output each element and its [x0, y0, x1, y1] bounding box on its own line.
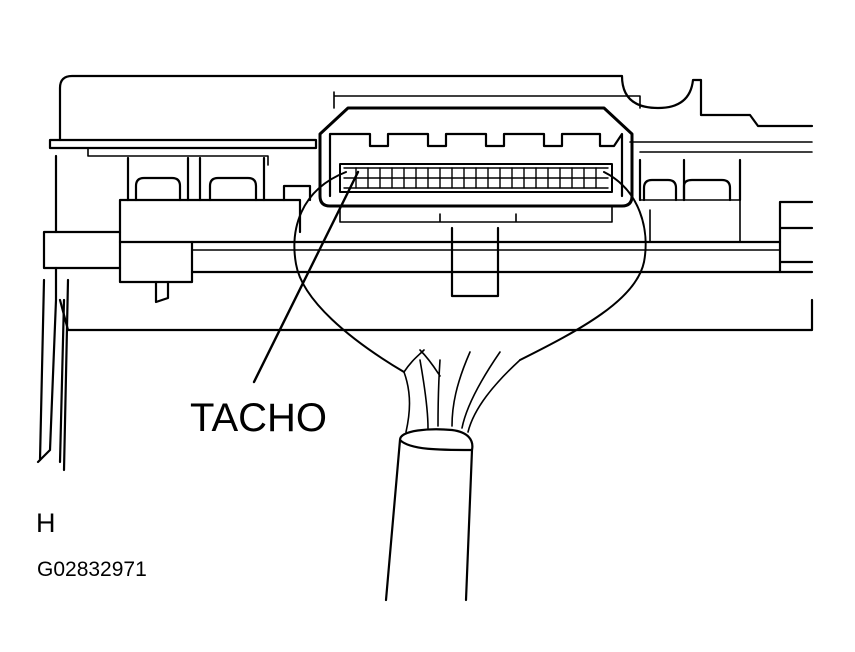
rail-block-center	[450, 226, 500, 298]
left-clip	[154, 280, 170, 304]
connector-lower-edge	[339, 205, 613, 223]
housing-ledge	[48, 138, 318, 150]
harness-loop-outline	[293, 171, 647, 373]
upper-housing	[58, 74, 814, 142]
left-terminal-2	[198, 156, 266, 202]
module-left-wall	[36, 154, 66, 464]
figure-code-label: G02832971	[37, 558, 147, 581]
harness-sheath	[384, 428, 474, 602]
harness-wires	[403, 349, 521, 433]
housing-right-ledge	[629, 141, 813, 153]
tacho-label: TACHO	[190, 396, 328, 440]
view-letter-label: H	[36, 508, 56, 538]
right-terminal-2	[682, 158, 742, 202]
right-lower-block	[639, 199, 741, 243]
left-terminal-1	[126, 156, 190, 202]
connector-outer	[318, 106, 634, 208]
housing-inner-line	[333, 91, 641, 109]
right-terminal-1	[638, 158, 686, 202]
rail-left-end	[42, 230, 122, 270]
connector-inner-profile	[328, 132, 624, 198]
pin-grid	[339, 163, 613, 193]
module-left-side-panel	[38, 278, 70, 472]
rail-lower	[58, 298, 814, 332]
tacho-leader-line	[252, 170, 360, 384]
left-terminal-3	[282, 184, 312, 202]
right-end-block	[778, 200, 814, 274]
housing-left-step	[87, 147, 269, 166]
